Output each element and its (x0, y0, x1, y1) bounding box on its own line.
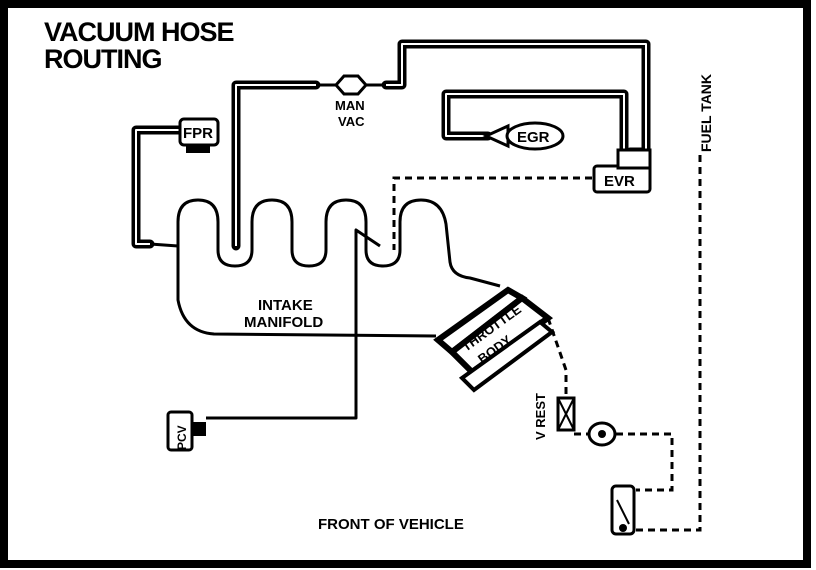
vrest-dashed-line (546, 317, 568, 398)
evr-label: EVR (604, 173, 635, 190)
valve-to-canister-dashed (616, 432, 674, 492)
title-line-2: ROUTING (44, 44, 162, 74)
pcv-label: PCV (175, 425, 189, 450)
intake-manifold-outline (176, 198, 501, 338)
title-line-1: VACUUM HOSE (44, 17, 234, 47)
fpr-hose (131, 125, 185, 249)
man-vac-label-1: MAN (335, 98, 365, 113)
throttle-body: THROTTLE BODY (433, 286, 556, 393)
man-vac-connector: MAN VAC (333, 74, 369, 129)
evr-solenoid: EVR (592, 148, 652, 194)
evr-dashed-line (392, 176, 592, 250)
v-rest-restrictor: V REST (533, 393, 576, 440)
fpr-component: FPR (178, 117, 220, 153)
vapor-canister (610, 484, 636, 536)
fuel-tank-dashed-line (636, 150, 702, 532)
egr-label: EGR (517, 129, 550, 146)
man-vac-hose (231, 80, 336, 251)
egr-valve: EGR (482, 121, 565, 151)
pcv-hose (206, 228, 381, 420)
egr-hose (441, 89, 629, 155)
intake-label-1: INTAKE (258, 297, 313, 314)
rollover-valve (587, 421, 617, 447)
pcv-valve: PCV (166, 410, 206, 452)
fuel-tank-label: FUEL TANK (698, 74, 714, 152)
v-rest-label: V REST (533, 393, 548, 440)
intake-label-2: MANIFOLD (244, 314, 323, 331)
man-vac-label-2: VAC (338, 114, 365, 129)
fpr-label: FPR (183, 125, 213, 142)
front-of-vehicle-label: FRONT OF VEHICLE (318, 516, 464, 533)
